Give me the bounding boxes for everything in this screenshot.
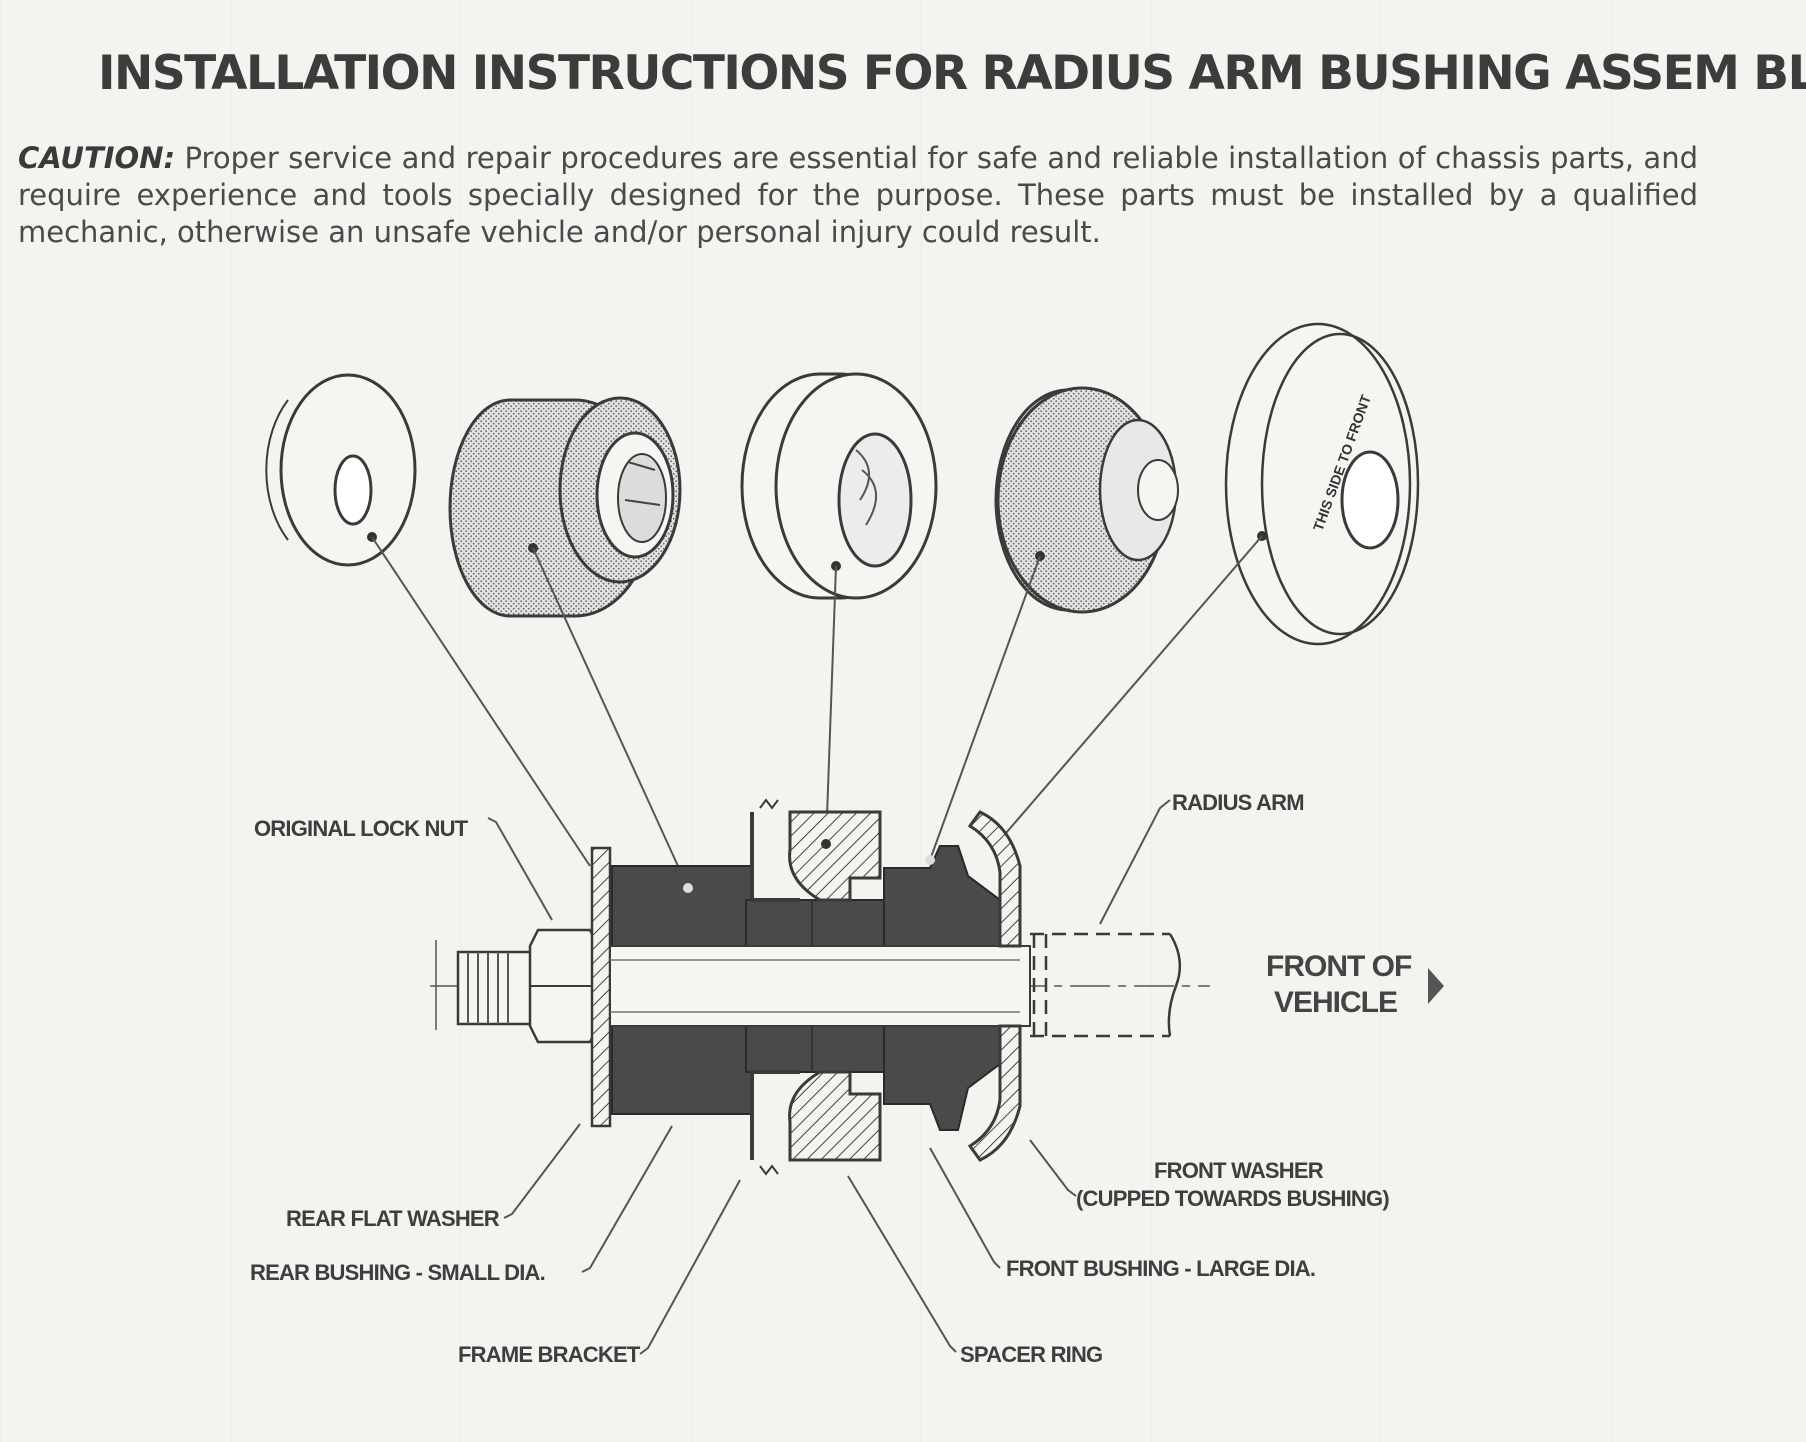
front-washer-section-upper [967,810,1022,948]
label-frame-bracket: FRAME BRACKET [458,1342,641,1367]
label-rear-flat-washer: REAR FLAT WASHER [286,1206,500,1231]
rear-flat-washer-section [590,846,612,1128]
front-washer-section-lower [967,1024,1022,1162]
label-spacer-ring: SPACER RING [960,1342,1102,1367]
bolt-thread [456,950,540,1026]
label-front-washer-1: FRONT WASHER [1154,1158,1324,1183]
label-front-of-vehicle-2: VEHICLE [1274,986,1397,1019]
label-front-bushing: FRONT BUSHING - LARGE DIA. [1006,1256,1315,1281]
front-arrow-icon [1428,968,1444,1004]
spacer-ring-section-lower [788,1070,882,1162]
label-front-washer-2: (CUPPED TOWARDS BUSHING) [1076,1186,1389,1211]
label-original-lock-nut: ORIGINAL LOCK NUT [254,816,469,841]
frame-bracket-section [750,798,813,1176]
rear-flat-washer-part [265,373,417,567]
rear-bushing-part [448,396,682,618]
assembly-cross-section [430,798,1210,1176]
front-washer-part: THIS SIDE TO FRONT [1224,322,1420,646]
lock-nut [528,928,600,1044]
label-rear-bushing: REAR BUSHING - SMALL DIA. [250,1260,545,1285]
bolt-head-hidden [1030,932,1170,1038]
part-leader-lines [371,535,1263,889]
spacer-ring-section-upper [788,810,882,902]
caution-paragraph: CAUTION: Proper service and repair proce… [18,140,1698,251]
caution-text: Proper service and repair procedures are… [18,141,1698,249]
rear-bushing-section-lower [611,1025,753,1115]
front-bushing-section-lower [883,1025,1001,1131]
caution-lead: CAUTION: [18,141,176,175]
front-bushing-part [994,386,1179,614]
label-front-of-vehicle-1: FRONT OF [1266,950,1412,983]
label-radius-arm: RADIUS ARM [1172,790,1304,815]
spacer-ring-part [740,372,938,600]
page-title: INSTALLATION INSTRUCTIONS FOR RADIUS ARM… [98,46,1806,101]
